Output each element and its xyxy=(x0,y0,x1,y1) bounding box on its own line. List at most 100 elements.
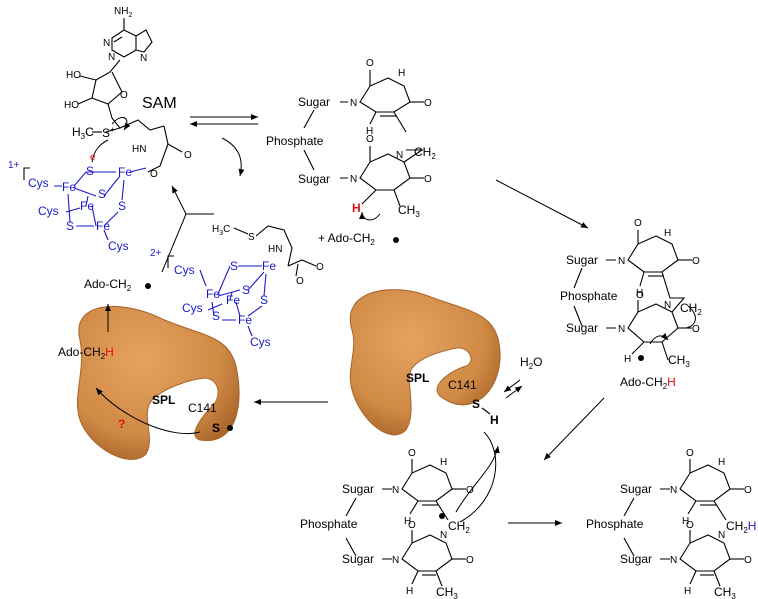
n-label: N xyxy=(670,555,677,566)
sulfur-label: S xyxy=(212,421,220,435)
n-label: N xyxy=(670,485,677,496)
ribose-ring xyxy=(77,59,123,119)
o-label: O xyxy=(634,218,642,229)
ch2-label: CH2 xyxy=(414,145,436,161)
h3c-label: H3C xyxy=(72,125,94,141)
substrate-radical-intermediate: Sugar Phosphate Sugar O H O N H O N O N … xyxy=(560,218,702,369)
sugar-label: Sugar xyxy=(298,172,330,186)
h-transfer-arrow xyxy=(459,431,497,523)
iron-sulfur-cluster-oxidized: H3C S HN O O 2+ Cys Fe Fe Fe Fe S S S S … xyxy=(150,224,324,349)
n-label: N xyxy=(618,324,625,335)
arrow-to-intermediate xyxy=(495,179,589,229)
radical-dot xyxy=(638,355,644,361)
spl-enzyme-thiyl-radical: SPL C141 S ? xyxy=(77,305,240,460)
n-label: N xyxy=(350,98,357,109)
o-label: O xyxy=(408,520,416,531)
sam-molecule: NH2 N N N HO HO O H3C S+ SAM HN O O e xyxy=(64,6,192,180)
o-label: O xyxy=(150,169,158,180)
c141-label: C141 xyxy=(448,378,477,392)
water-equilibrium-arrow xyxy=(505,385,523,399)
h-transfer-arrow-return xyxy=(455,445,500,513)
spl-enzyme-reduced: SPL C141 S H xyxy=(349,289,501,436)
fe-label: Fe xyxy=(206,287,220,301)
sugar-label: Sugar xyxy=(342,552,374,566)
o-label: O xyxy=(296,276,304,287)
cys-label: Cys xyxy=(174,263,195,277)
h-label: H xyxy=(718,457,725,468)
n-label: N xyxy=(718,530,725,541)
fe-label: Fe xyxy=(226,293,240,307)
cys-label: Cys xyxy=(250,335,271,349)
charge-2plus-label: 2+ xyxy=(150,248,162,259)
cys-label: Cys xyxy=(108,239,129,253)
o-label: O xyxy=(408,448,416,459)
h-label: H xyxy=(636,288,643,299)
spl-protein-shape xyxy=(349,289,501,436)
n-label: N xyxy=(392,555,399,566)
h-label: H xyxy=(624,354,631,365)
fe-label: Fe xyxy=(62,180,76,194)
cys-label: Cys xyxy=(38,204,59,218)
s-label: S xyxy=(230,259,238,273)
n-label: N xyxy=(440,530,447,541)
fe-label: Fe xyxy=(262,259,276,273)
n-label: N xyxy=(618,256,625,267)
hydrogen-transfer-arrow xyxy=(95,387,201,434)
phosphate-label: Phosphate xyxy=(586,517,644,531)
fe-label: Fe xyxy=(118,165,132,179)
s-label: S xyxy=(118,199,126,213)
abstracted-h-label: H xyxy=(352,201,361,215)
o-label: O xyxy=(692,324,700,335)
hn-label: HN xyxy=(268,244,282,255)
ch2-label: CH2 xyxy=(448,519,470,535)
ho-label: HO xyxy=(64,100,79,111)
o-label: O xyxy=(424,98,432,109)
thiol-h-label: H xyxy=(490,413,499,427)
n-label: N xyxy=(396,150,403,161)
sugar-label: Sugar xyxy=(342,482,374,496)
sugar-label: Sugar xyxy=(298,95,330,109)
n-label: N xyxy=(103,38,110,49)
spl-label: SPL xyxy=(152,393,175,407)
phosphate-label: Phosphate xyxy=(266,134,324,148)
hn-label: HN xyxy=(132,144,146,155)
o-label: O xyxy=(686,448,694,459)
spl-label: SPL xyxy=(406,371,429,385)
o-label: O xyxy=(686,520,694,531)
thymine-allyl-radical: Sugar Phosphate Sugar O H O N H CH2 O N … xyxy=(300,448,474,599)
h3c-label: H3C xyxy=(212,224,230,237)
s-label: S xyxy=(212,309,220,323)
o-label: O xyxy=(744,485,752,496)
sulfur-label: S xyxy=(472,397,480,411)
n-label: N xyxy=(140,53,147,64)
o-label: O xyxy=(744,555,752,566)
o-label: O xyxy=(366,58,374,69)
phosphate-label: Phosphate xyxy=(560,289,618,303)
o-label: O xyxy=(692,256,700,267)
o-label: O xyxy=(466,555,474,566)
iron-sulfur-cluster-reduced: 1+ Cys Fe Fe Fe Fe S S S S Cys Cys xyxy=(8,160,147,253)
sugar-label: Sugar xyxy=(620,552,652,566)
s-label: S xyxy=(242,283,250,297)
s-plus-label: S+ xyxy=(102,125,115,140)
n-label: N xyxy=(350,174,357,185)
h-label: H xyxy=(682,516,689,527)
ho-label: HO xyxy=(66,70,81,81)
radical-dot xyxy=(227,425,233,431)
ch3-label: CH3 xyxy=(668,353,690,369)
fe-label: Fe xyxy=(238,313,252,327)
h-label: H xyxy=(440,457,447,468)
h-label: H xyxy=(406,586,413,597)
adenine-ring xyxy=(111,18,153,58)
spl-protein-shape xyxy=(77,305,240,460)
cys-label: Cys xyxy=(182,301,203,315)
h-label: H xyxy=(664,228,671,239)
o-label: O xyxy=(316,262,324,273)
n-label: N xyxy=(108,52,115,63)
s-label: S xyxy=(260,293,268,307)
s-label: S xyxy=(98,187,106,201)
sugar-label: Sugar xyxy=(566,321,598,335)
arrow-to-product-radical xyxy=(543,397,605,461)
ado-ch2h-label: Ado-CH2H xyxy=(58,345,114,361)
